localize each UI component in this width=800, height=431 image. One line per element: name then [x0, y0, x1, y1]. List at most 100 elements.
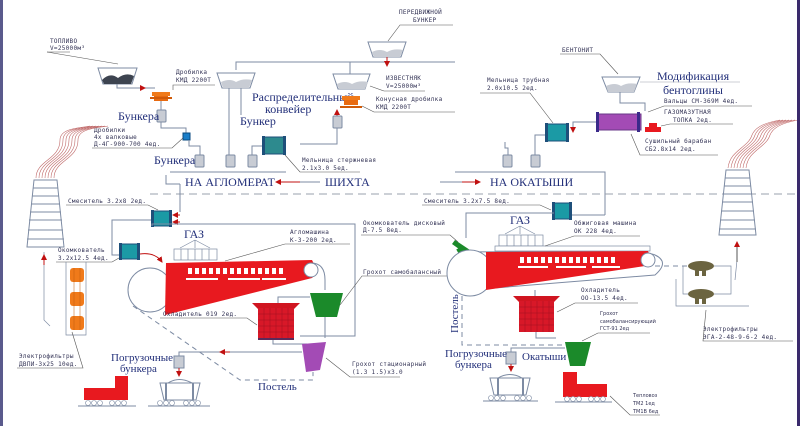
electrofilters-left-label-2: ДВПИ-3х25 10ед. — [19, 361, 78, 368]
fuel-label-2: V=25000м³ — [50, 45, 85, 52]
frame-border-right — [797, 0, 800, 426]
screen-right-label-2: самобалансирующий — [600, 318, 656, 325]
pelletizer-disk-label-2: Д-7.5 8ед. — [363, 227, 402, 234]
gas-oil-furnace — [645, 123, 661, 132]
bunker-4 — [247, 154, 258, 168]
cone-crusher — [340, 96, 362, 108]
crushers-roll-label-1: Дробилки — [94, 127, 125, 134]
locomotives-label-2: ТМ2 1ед — [632, 401, 655, 407]
pelletizer-left — [119, 243, 140, 260]
pelletizer-left-label-1: Окомкователь — [58, 247, 105, 254]
screen-right-label-3: ГСТ-91 2ед — [600, 326, 630, 332]
limestone-bin — [332, 73, 371, 90]
loading-bunker-right — [505, 351, 517, 365]
chimney-left — [26, 179, 65, 248]
locomotives-label-1: Тепловоз — [632, 393, 658, 399]
limestone-label-1: ИЗВЕСТНЯК — [386, 75, 421, 82]
self-balancing-screen — [310, 293, 343, 317]
locomotive-left — [78, 376, 136, 407]
roasting-machine — [446, 249, 663, 297]
loading-bunkers-left-label-2: бункера — [120, 363, 157, 375]
gas-hood-left — [173, 239, 218, 261]
mixer-left — [151, 210, 172, 227]
bunkers-1-label: Бункера — [118, 109, 160, 123]
cooler-left — [252, 303, 300, 340]
smoke-right — [727, 119, 799, 169]
rod-mill — [262, 136, 286, 155]
stationary-screen-label-2: (1.3 1.5)х3.0 — [352, 369, 403, 376]
gas-left-label: ГАЗ — [184, 227, 204, 241]
crusher-kmd-left-label-2: КМД 2200Т — [176, 77, 211, 84]
stationary-screen — [302, 342, 326, 372]
bedding-right-label: Постель — [449, 294, 461, 333]
stationary-screen-label-1: Грохот стационарный — [352, 361, 426, 368]
chimney-right — [718, 169, 757, 236]
bentonite-mod-label-2: бентоглины — [663, 83, 723, 97]
fuel-bin — [97, 67, 138, 85]
bunker-2 — [194, 154, 205, 168]
cooler-right-label-2: ОО-13.5 4ед. — [581, 295, 628, 302]
gas-right-label: ГАЗ — [510, 213, 530, 227]
tube-mill-label-1: Мельница трубная — [487, 77, 550, 84]
loading-bunkers-left-label-1: Погрузочные — [111, 352, 173, 364]
electrofilters-left — [70, 268, 84, 330]
loading-bunkers-right-label-2: бункера — [455, 359, 492, 371]
charge-label: ШИХТА — [325, 175, 370, 189]
limestone-label-2: V=25000м³ — [386, 83, 421, 90]
screen-right — [565, 342, 591, 366]
electrofilters-right — [688, 261, 714, 304]
crushers-roll-label-2: 4х валковые — [94, 134, 137, 141]
pellets-label: Окатыши — [522, 351, 566, 363]
gas-hood-right — [494, 225, 651, 252]
cone-crusher-label-2: КМД 2200Т — [376, 104, 411, 111]
pelletizer-disk-label-1: Окомкователь дисковый — [363, 220, 445, 227]
self-balancing-screen-label: Грохот самобалансный — [363, 269, 441, 276]
mobile-bunker — [367, 41, 407, 58]
bentonite-mod-label-1: Модификация — [657, 69, 730, 83]
bunker-limestone — [332, 115, 343, 129]
locomotives-label-3: ТМ1В 6ед — [632, 409, 659, 415]
distribution-conveyor-label-1: Распределительный — [252, 90, 354, 104]
fuel-label-1: ТОПЛИВО — [50, 38, 77, 45]
frame-border-left — [0, 0, 3, 426]
loading-bunkers-right-label-1: Погрузочные — [445, 348, 507, 360]
electrofilters-right-label-2: ЭГА-2-48-9-6-2 4ед. — [703, 334, 777, 341]
mobile-bunker-label-1b: ПЕРЕДВИЖНОЙ — [399, 9, 442, 16]
rod-mill-label-1: Мельница стержневая — [302, 157, 376, 164]
rolls-label: Вальцы СМ-369М 4ед. — [664, 98, 738, 105]
bunker-right-1 — [502, 154, 513, 168]
electrofilters-left-label-1: Электрофильтры — [19, 353, 74, 360]
roasting-machine-label-2: ОК 228 4ед. — [574, 228, 617, 235]
gas-oil-furnace-label-1: ГАЗОМАЗУТНАЯ — [664, 109, 711, 116]
sinter-machine-label-2: К-3-200 2ед. — [290, 237, 337, 244]
cooler-right-label-1: Охладитель — [581, 287, 620, 294]
drying-drum — [596, 112, 642, 132]
leader-fuel — [46, 51, 119, 65]
bunker-label: Бункер — [240, 114, 276, 128]
cooler-right — [513, 296, 560, 332]
drying-drum-label-1: Сушильный барабан — [645, 138, 712, 145]
loading-bunker-left — [173, 355, 185, 369]
screen-right-label-1: Грохот — [600, 311, 618, 317]
mixer-right — [552, 202, 572, 220]
crusher-kmd-left-label-1: Дробилка — [176, 69, 207, 76]
roasting-machine-label-1: Обжиговая машина — [574, 220, 637, 227]
bedding-left-label: Постель — [258, 381, 297, 393]
rod-mill-label-2: 2.1х3.0 5ед. — [302, 165, 349, 172]
electrofilters-right-label-1: Электрофильтры — [703, 326, 758, 333]
sinter-machine-label-1: Агломашина — [290, 229, 329, 236]
cooler-left-label: Охладитель 019 2ед. — [163, 311, 237, 318]
bentonite-label: БЕНТОНИТ — [562, 47, 593, 54]
to-pellets-label: НА ОКАТЫШИ — [490, 175, 574, 189]
bunkers-2-label: Бункера — [154, 153, 196, 167]
tube-mill-label-2: 2.0х10.5 2ед. — [487, 85, 538, 92]
sinter-machine — [127, 260, 319, 315]
mobile-bunker-label-2: БУНКЕР — [413, 17, 437, 24]
cone-crusher-label-1: Конусная дробилка — [376, 96, 443, 103]
bunker-3 — [225, 154, 236, 168]
pelletizer-left-label-2: 3.2х12.5 4ед. — [58, 255, 109, 262]
mixer-left-label: Смеситель 3.2х8 2ед. — [68, 198, 146, 205]
roll-crusher — [182, 132, 191, 141]
